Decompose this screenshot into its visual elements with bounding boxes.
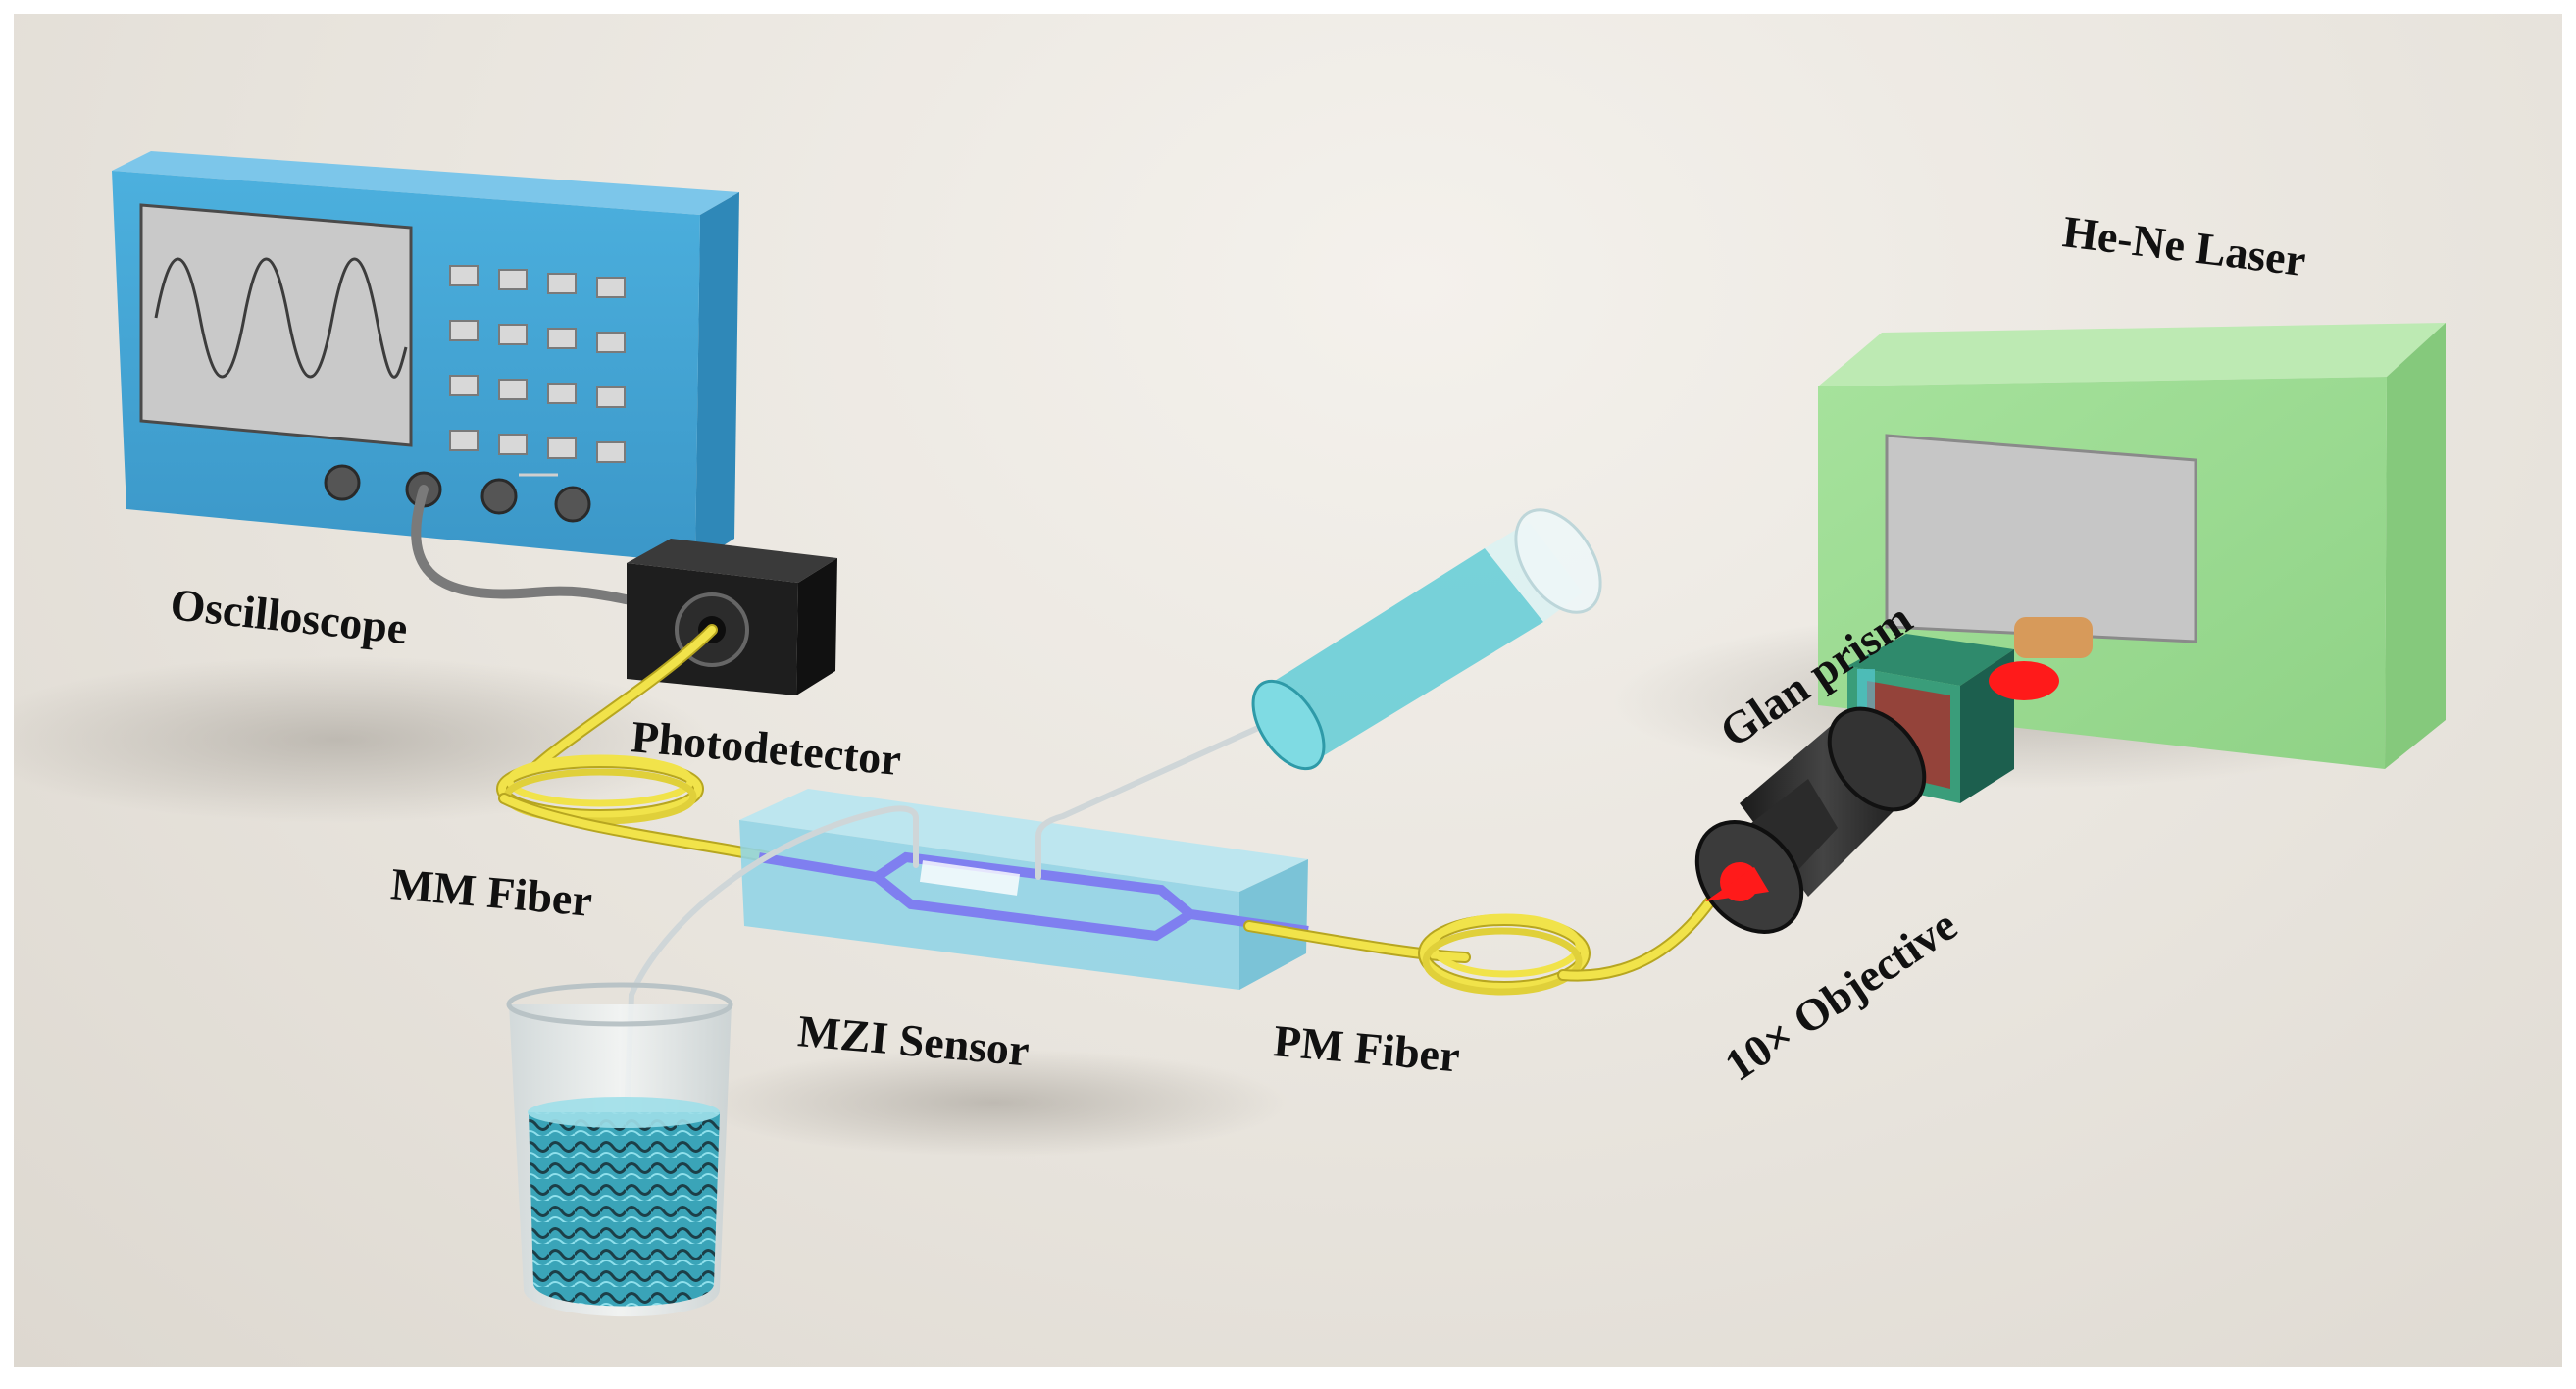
oscilloscope-top-face [112,151,739,215]
sine-wave-trace [154,257,408,379]
oscilloscope-keypad [449,265,626,463]
laser-panel [1885,434,2197,643]
oscilloscope-shadow [14,656,710,823]
beaker [506,982,733,1317]
syringe [1251,508,1602,771]
diagram-canvas [14,151,2446,1317]
laser-beam-exit [1989,661,2059,700]
waveguide-lower-arm [873,873,1193,942]
bnc-cable [411,485,646,607]
pm-fiber [1243,896,1716,996]
beaker-liquid [529,1112,720,1307]
oscilloscope-side-face [695,192,739,563]
chip-shadow [700,1049,1288,1157]
oscilloscope-screen [139,203,413,447]
capillary-tubes [624,702,1311,1125]
oscilloscope [112,151,739,563]
mzi-sensor-chip [739,789,1309,990]
laser-side-face [2385,323,2446,769]
laser-top-face [1818,323,2446,386]
focused-beam-cone [1705,867,1769,901]
mm-fiber [496,624,775,863]
sensing-window [919,860,1021,896]
waveguide-upper-arm [758,851,1309,936]
laser-aperture [2014,617,2093,658]
setup-diagram: Oscilloscope Photodetector MM Fiber MZI … [14,14,2562,1367]
